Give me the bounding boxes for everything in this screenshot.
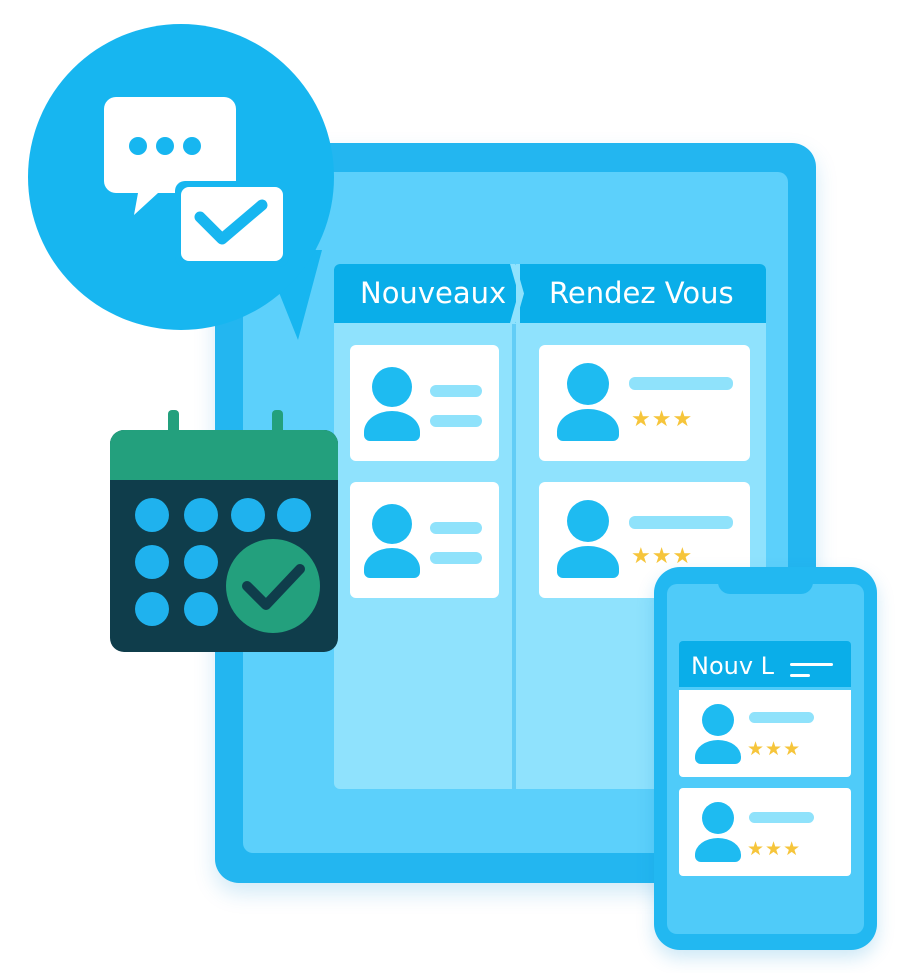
person-icon — [372, 367, 412, 407]
phone-header-label: Nouv L — [691, 652, 775, 680]
calendar-day — [135, 498, 169, 532]
person-body — [364, 411, 420, 441]
calendar-day — [184, 592, 218, 626]
typing-dot — [156, 137, 174, 155]
column-header-rendez-vous[interactable]: Rendez Vous — [520, 264, 766, 323]
phone-header-line — [790, 674, 810, 677]
calendar-day — [231, 498, 265, 532]
star-rating: ★★★ — [631, 407, 694, 432]
checkmark-icon — [194, 199, 268, 245]
star-rating: ★★★ — [747, 838, 802, 860]
phone-appointment-card[interactable]: ★★★ — [679, 690, 851, 777]
calendar-ring — [168, 410, 179, 444]
column-divider — [512, 324, 516, 789]
person-icon — [567, 363, 609, 405]
calendar-day — [135, 592, 169, 626]
checkmark-icon — [242, 564, 305, 610]
text-placeholder-line — [749, 712, 814, 723]
person-icon — [702, 802, 734, 834]
calendar-ring — [272, 410, 283, 444]
calendar-check-badge — [226, 539, 320, 633]
typing-dot — [129, 137, 147, 155]
lead-card[interactable] — [350, 482, 499, 598]
lead-card[interactable] — [350, 345, 499, 461]
column-header-nouveaux[interactable]: Nouveaux — [334, 264, 516, 323]
person-body — [695, 838, 741, 862]
text-placeholder-line — [629, 516, 733, 529]
message-icon — [104, 97, 289, 267]
calendar-icon[interactable] — [110, 430, 338, 652]
star-rating: ★★★ — [747, 738, 802, 760]
appointment-card[interactable]: ★★★ — [539, 345, 750, 461]
person-body — [695, 740, 741, 764]
typing-dot — [183, 137, 201, 155]
text-placeholder-line — [749, 812, 814, 823]
star-rating: ★★★ — [631, 544, 694, 569]
calendar-day — [184, 498, 218, 532]
text-placeholder-line — [430, 415, 482, 427]
text-placeholder-line — [430, 385, 482, 397]
text-placeholder-line — [430, 552, 482, 564]
phone-notch — [718, 578, 813, 594]
phone-header-line — [790, 663, 833, 666]
calendar-day — [135, 545, 169, 579]
calendar-day — [277, 498, 311, 532]
person-icon — [372, 504, 412, 544]
phone-appointment-card[interactable]: ★★★ — [679, 788, 851, 876]
text-placeholder-line — [629, 377, 733, 390]
person-icon — [702, 704, 734, 736]
person-body — [557, 546, 619, 578]
calendar-day — [184, 545, 218, 579]
person-icon — [567, 500, 609, 542]
person-body — [364, 548, 420, 578]
person-body — [557, 409, 619, 441]
text-placeholder-line — [430, 522, 482, 534]
